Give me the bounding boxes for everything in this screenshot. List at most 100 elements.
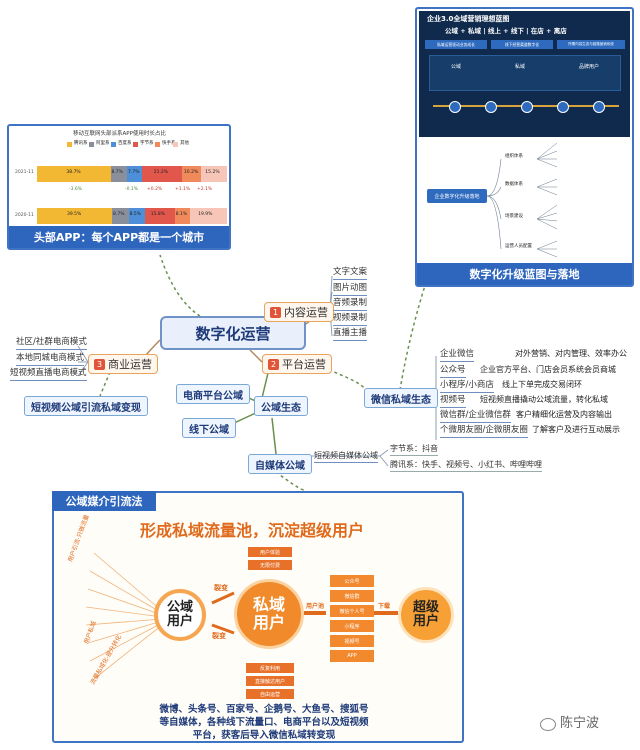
stacked-bar-top: 38.7% 8.7% 7.7% 21.2% 10.2% 15.2% (37, 166, 227, 182)
leaf-local-ecom: 本地同城电商模式 (16, 354, 85, 366)
blueprint-card: 企业3.0全域营销理想蓝图 公域 + 私域 | 线上 + 线下 | 在店 + 离… (415, 7, 634, 287)
bar-seg: 15.8% (144, 208, 175, 224)
public-user-circle: 公域 用户 (154, 589, 206, 641)
branch-number: 1 (270, 306, 281, 318)
blueprint-header: 企业3.0全域营销理想蓝图 公域 + 私域 | 线上 + 线下 | 在店 + 离… (419, 11, 630, 137)
wechat-item-name: 个微朋友圈/企微朋友圈 (440, 426, 528, 438)
footer-line-2: 等自媒体，各种线下流量口、电商平台以及短视频 (159, 717, 369, 728)
bar-seg: 8.1% (174, 208, 191, 224)
watermark-text: 陈宁波 (560, 716, 600, 731)
bar-seg: 7.7% (127, 166, 142, 182)
arrow-label-download: 下载 (378, 603, 391, 610)
flow-dot (593, 101, 605, 113)
channel-app: APP (330, 650, 374, 662)
flow-footer: 微博、头条号、百家号、企鹅号、大鱼号、搜狐号 等自媒体，各种线下流量口、电商平台… (144, 703, 384, 743)
change-row: -3.6% -0.1% +0.2% +1.1% +2.1% (69, 187, 213, 192)
leaf-community-ecom: 社区/社群电商模式 (16, 338, 87, 350)
wechat-item-desc: 线上下单完成交易闭环 (502, 380, 582, 389)
top-box-paid: 无限付费 (248, 560, 292, 570)
flow-title-tag: 公域媒介引流法 (52, 491, 156, 511)
wechat-item-desc: 了解客户及进行互动展示 (532, 425, 620, 434)
wechat-item-name: 视频号 (440, 396, 466, 408)
branch-business: 3 商业运营 (88, 354, 158, 374)
branch-content-label: 内容运营 (284, 306, 328, 319)
bottom-box-free: 自由运营 (246, 689, 294, 699)
leaf-text-copy: 文字文案 (333, 268, 368, 280)
super-user-circle: 超级 用户 (398, 587, 454, 643)
year-label-bottom: 2020-11 (15, 213, 34, 218)
year-label-top: 2021-11 (15, 170, 34, 175)
mind-branch-scene: 场景建设 (505, 214, 523, 219)
branch-number: 2 (268, 358, 279, 370)
flow-headline: 形成私域流量池，沉淀超级用户 (140, 521, 365, 540)
app-chart-legend: 腾讯系 阿里系 百度系 字节系 快手系 其他 (67, 141, 189, 148)
blueprint-subtitle: 公域 + 私域 | 线上 + 线下 | 在店 + 离店 (445, 27, 567, 35)
legend-swatch-other (173, 142, 178, 147)
legend-swatch-ali (89, 142, 94, 147)
bar-seg: 21.2% (141, 166, 182, 182)
bar-seg: 8.7% (110, 166, 128, 182)
leaf-video: 视频录制 (333, 314, 368, 326)
node-public: 公域 (451, 64, 462, 70)
private-user-circle: 私域 用户 (234, 579, 304, 649)
blueprint-card-caption: 数字化升级蓝图与落地 (417, 263, 632, 285)
legend-label-baidu: 百度系 (118, 141, 132, 146)
node-wechat-private: 微信私域生态 (364, 388, 438, 408)
fan-lines (85, 552, 398, 680)
blueprint-tab-1: 私域运营驱动业务成长 (425, 40, 487, 49)
channel-personal-account: 微信个人号 (330, 605, 374, 617)
footer-line-1: 微博、头条号、百家号、企鹅号、大鱼号、搜狐号 (159, 704, 369, 715)
wechat-item-desc: 企业官方平台、门店会员系统会员商城 (480, 365, 616, 374)
legend-label-kuaishou: 快手系 (162, 141, 176, 146)
wechat-item-desc: 客户精细化运营及内容输出 (516, 410, 612, 419)
legend-swatch-bytedance (133, 142, 138, 147)
branch-platform: 2 平台运营 (262, 354, 332, 374)
legend-label-tencent: 腾讯系 (74, 141, 88, 146)
mind-branch-data: 数据体系 (505, 182, 523, 187)
legend-label-ali: 阿里系 (96, 141, 110, 146)
wechat-item-desc: 对外营销、对内管理、效率办公 (515, 349, 627, 358)
wechat-item-name: 企业微信 (440, 350, 475, 362)
bar-seg: 8.5% (128, 208, 145, 224)
branch-platform-label: 平台运营 (282, 358, 326, 371)
wechat-logo-icon (540, 718, 556, 731)
flow-dot (485, 101, 497, 113)
wechat-item-name: 小程序/小商店 (440, 381, 494, 393)
top-box-experience: 用户体验 (248, 547, 292, 557)
wechat-item-name: 微信群/企业微信群 (440, 411, 511, 423)
leaf-audio: 音频录制 (333, 299, 368, 311)
blueprint-panel (429, 55, 621, 91)
legend-label-other: 其他 (180, 141, 189, 146)
wechat-item-name: 公众号 (440, 366, 466, 378)
leaf-tencent: 腾讯系：快手、视频号、小红书、哔哩哔哩 (390, 461, 542, 472)
mind-root: 企业数字化升级落地 (427, 189, 487, 203)
stacked-bar-bottom: 39.5% 8.7% 8.5% 15.8% 8.1% 19.9% (37, 208, 227, 224)
central-topic: 数字化运营 (160, 316, 306, 350)
flow-dot (449, 101, 461, 113)
legend-swatch-kuaishou (155, 142, 160, 147)
blueprint-tab-2: 线下经营渠道数字化 (491, 40, 553, 49)
leaf-live: 直播主播 (333, 329, 368, 341)
bar-seg: 38.7% (37, 166, 111, 182)
leaf-short-video-media: 短视频自媒体公域 (314, 452, 378, 463)
flow-dot (557, 101, 569, 113)
bar-seg: 19.9% (190, 208, 227, 224)
right-box-list: 公众号 微信群 微信个人号 小程序 视频号 APP (330, 575, 374, 665)
node-public-ecosystem: 公域生态 (254, 396, 308, 416)
node-ecom-public: 电商平台公域 (176, 384, 250, 404)
legend-swatch-tencent (67, 142, 72, 147)
mind-branch-staff: 运营人员配置 (505, 244, 532, 249)
mind-branch-org: 组织体系 (505, 154, 523, 159)
node-selfmedia-public: 自媒体公域 (248, 454, 312, 474)
arrow-label-fission-1: 裂变 (214, 584, 228, 592)
leaf-bytedance: 字节系：抖音 (390, 445, 438, 456)
channel-mini-program: 小程序 (330, 620, 374, 632)
traffic-flow-card: 公域媒介引流法 形成私域流量池，沉淀超级用户 用户引流·只做流量 用户私域 流量… (52, 491, 464, 743)
channel-official-account: 公众号 (330, 575, 374, 587)
app-chart-title: 移动互联网头部派系APP使用时长占比 (73, 131, 166, 137)
flow-dot (521, 101, 533, 113)
branch-business-label: 商业运营 (108, 358, 152, 371)
bar-seg: 39.5% (37, 208, 113, 224)
node-private: 私域 (515, 64, 526, 70)
branch-number: 3 (94, 358, 105, 370)
